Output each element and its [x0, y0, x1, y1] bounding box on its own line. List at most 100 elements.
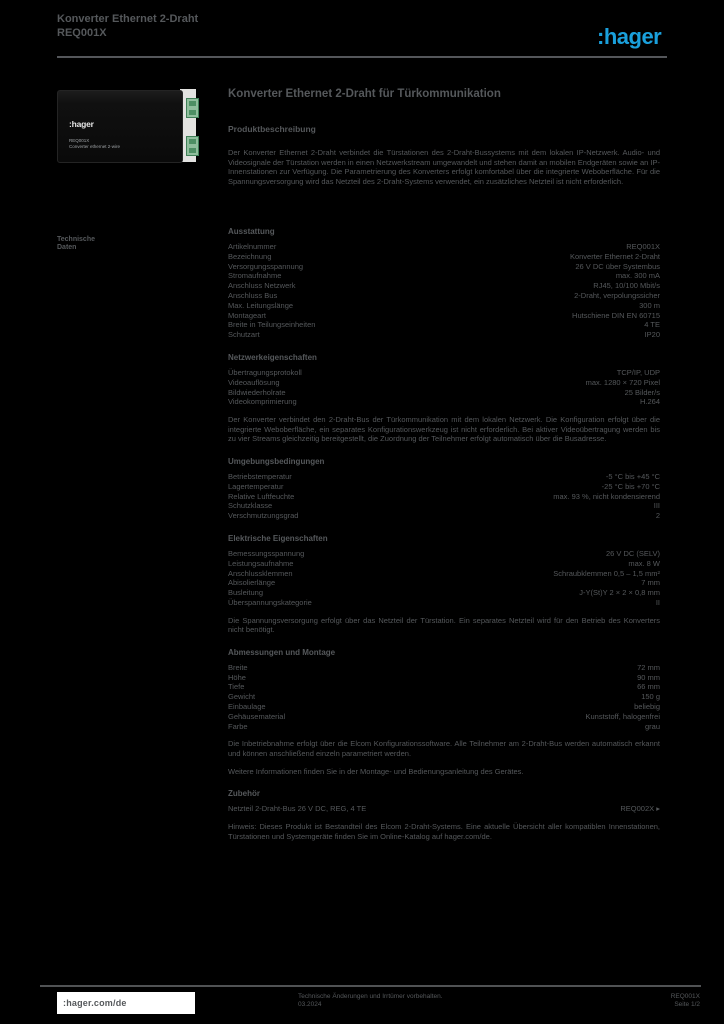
spec-label: Max. Leitungslänge — [228, 300, 294, 310]
spec-label: Tiefe — [228, 682, 245, 692]
page-title-line1: Konverter Ethernet 2-Draht — [57, 13, 199, 25]
terminal-screw-icon — [189, 101, 196, 106]
spec-note: Die Spannungsversorgung erfolgt über das… — [228, 615, 660, 635]
spec-note: Der Konverter verbindet den 2-Draht-Bus … — [228, 415, 660, 444]
spec-row: Gewicht 150 g — [228, 692, 660, 702]
section-title: Ausstattung — [228, 227, 275, 236]
spec-label: Breite in Teilungseinheiten — [228, 320, 316, 330]
footer-disclaimer: Technische Änderungen und Irrtümer vorbe… — [298, 993, 443, 1000]
spec-value: IP20 — [644, 330, 660, 340]
spec-value: beliebig — [634, 702, 660, 712]
spec-value: TCP/IP, UDP — [616, 367, 660, 377]
spec-label: Gehäusematerial — [228, 711, 286, 721]
spec-note: Weitere Informationen finden Sie in der … — [228, 766, 524, 776]
spec-label: Höhe — [228, 672, 246, 682]
spec-value: max. 300 mA — [615, 271, 660, 281]
spec-value: III — [653, 501, 660, 511]
spec-label: Relative Luftfeuchte — [228, 491, 295, 501]
spec-value: Hutschiene DIN EN 60715 — [572, 310, 660, 320]
spec-label: Stromaufnahme — [228, 271, 282, 281]
spec-row: Einbaulage beliebig — [228, 702, 660, 712]
spec-row: Busleitung J-Y(St)Y 2 × 2 × 0,8 mm — [228, 588, 660, 598]
spec-label: Anschluss Bus — [228, 290, 278, 300]
spec-value: II — [655, 597, 660, 607]
spec-label: Übertragungsprotokoll — [228, 367, 302, 377]
spec-value: 4 TE — [644, 320, 660, 330]
spec-value: 2-Draht, verpolungssicher — [574, 290, 660, 300]
spec-value: max. 8 W — [628, 558, 660, 568]
spec-label: Bezeichnung — [228, 251, 272, 261]
spec-value: REQ002X ▸ — [620, 804, 660, 814]
spec-label: Videokomprimierung — [228, 397, 297, 407]
hager-logo: :hager — [597, 24, 662, 49]
spec-label: Schutzart — [228, 330, 260, 340]
spec-value: -25 °C bis +70 °C — [601, 481, 660, 491]
spec-value: 7 mm — [641, 578, 660, 588]
section-title: Zubehör — [228, 789, 260, 799]
spec-label: Einbaulage — [228, 702, 266, 712]
footer-website-link[interactable]: :hager.com/de — [63, 998, 127, 1008]
spec-value: Kunststoff, halogenfrei — [585, 711, 661, 721]
device-caption-label: Converter ethernet 2-wire — [69, 144, 121, 149]
spec-value: grau — [644, 721, 660, 731]
spec-label: Bemessungsspannung — [228, 548, 305, 558]
spec-label: Artikelnummer — [228, 242, 277, 251]
device-ref-label: REQ001X — [69, 138, 90, 143]
spec-row: Übertragungsprotokoll TCP/IP, UDP — [228, 368, 660, 378]
spec-row: Anschluss Bus 2-Draht, verpolungssicher — [228, 291, 660, 301]
footer-ref: REQ001X — [670, 993, 700, 1000]
spec-value: max. 93 %, nicht kondensierend — [553, 491, 660, 501]
spec-label: Lagertemperatur — [228, 481, 284, 491]
spec-value: 150 g — [641, 692, 660, 702]
spec-row: Breite in Teilungseinheiten 4 TE — [228, 320, 660, 330]
spec-label: Netzteil 2-Draht-Bus 26 V DC, REG, 4 TE — [228, 804, 367, 814]
spec-row: Stromaufnahme max. 300 mA — [228, 271, 660, 281]
spec-label: Videoauflösung — [228, 377, 280, 387]
section-title: Umgebungsbedingungen — [228, 456, 325, 466]
side-column-label-line2: Daten — [57, 244, 77, 251]
spec-row: Netzteil 2-Draht-Bus 26 V DC, REG, 4 TE R… — [228, 804, 660, 814]
spec-note: Hinweis: Dieses Produkt ist Bestandteil … — [228, 822, 660, 841]
footer-website-box[interactable]: :hager.com/de — [57, 992, 195, 1014]
spec-label: Versorgungsspannung — [228, 261, 304, 271]
page-title: Konverter Ethernet 2-Draht REQ001X — [57, 12, 198, 40]
spec-label: Anschlussklemmen — [228, 568, 293, 578]
spec-note: Die Inbetriebnahme erfolgt über die Elco… — [228, 739, 660, 759]
terminal-connector-icon — [186, 136, 199, 156]
spec-row: Betriebstemperatur-5 °C bis +45 °C — [228, 472, 660, 482]
spec-label: Busleitung — [228, 588, 264, 598]
product-image: :hager REQ001X Converter ethernet 2-wire — [57, 88, 199, 163]
footer-right-text: REQ001X Seite 1/2 — [590, 993, 700, 1009]
spec-row: Leistungsaufnahme max. 8 W — [228, 559, 660, 569]
spec-value: 25 Bilder/s — [624, 387, 660, 397]
terminal-screw-icon — [189, 110, 196, 115]
spec-value: 2 — [655, 511, 660, 521]
spec-row: Anschlussklemmen Schraubklemmen 0,5 – 1,5… — [228, 569, 660, 579]
spec-value: Schraubklemmen 0,5 – 1,5 mm² — [553, 568, 660, 578]
spec-row: Schutzart IP20 — [228, 330, 660, 340]
spec-value: -5 °C bis +45 °C — [605, 471, 660, 481]
footer-date: 03.2024 — [298, 1001, 322, 1008]
spec-value: J-Y(St)Y 2 × 2 × 0,8 mm — [579, 588, 660, 598]
terminal-connector-icon — [186, 98, 199, 118]
spec-value: 72 mm — [637, 662, 660, 672]
page-title-line2: REQ001X — [57, 27, 107, 39]
spec-label: Gewicht — [228, 692, 256, 702]
spec-label: Leistungsaufnahme — [228, 558, 294, 568]
spec-row: Gehäusematerial Kunststoff, halogenfrei — [228, 712, 660, 722]
